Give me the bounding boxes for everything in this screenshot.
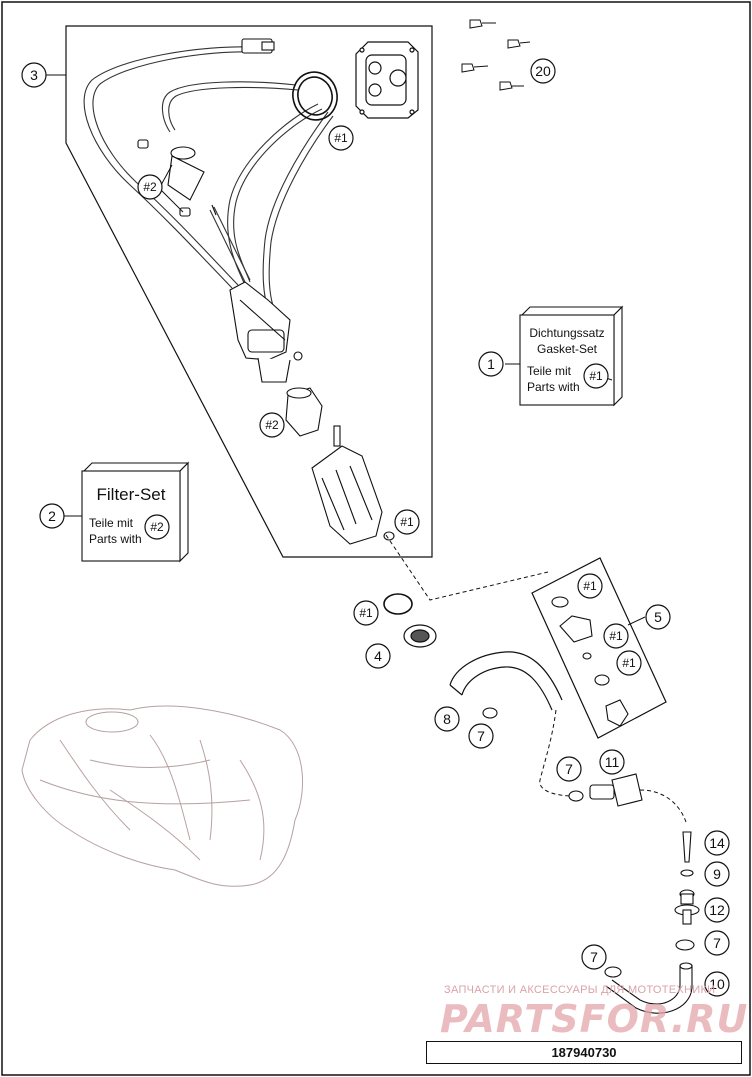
svg-text:11: 11: [605, 754, 620, 770]
callout-1: 1: [478, 351, 504, 377]
pump-assembly-outline: [65, 25, 433, 558]
lower-hose: [605, 962, 693, 1014]
o-ring: [383, 593, 413, 615]
svg-text:7: 7: [713, 935, 721, 951]
callout-14: 14: [704, 830, 730, 856]
gasket-box-title-de: Dichtungssatz: [529, 326, 604, 340]
connector-kit-outline: [531, 557, 667, 739]
svg-text:#2: #2: [143, 180, 157, 194]
svg-text:7: 7: [565, 761, 573, 777]
svg-text:10: 10: [709, 976, 725, 992]
svg-text:#2: #2: [150, 520, 164, 534]
svg-text:#1: #1: [609, 629, 623, 643]
pump-housing: [229, 281, 303, 383]
svg-text:8: 8: [443, 711, 451, 727]
pump-flange: [355, 41, 419, 119]
callout-7c: 7: [704, 930, 730, 956]
fuel-tank: [21, 705, 304, 887]
callout-leaders: [46, 74, 646, 626]
quick-coupling: [589, 773, 643, 807]
filter-box-title: Filter-Set: [97, 485, 166, 504]
filter-box-line-en: Parts with: [89, 532, 142, 546]
stack-parts: [674, 831, 700, 925]
flange-screws: [461, 19, 531, 91]
shaft-seal: [403, 624, 437, 648]
gasket-box-title-en: Gasket-Set: [537, 342, 598, 356]
svg-text:#1: #1: [359, 606, 373, 620]
gasket-box-line-de: Teile mit: [527, 364, 572, 378]
filter-box-line-de: Teile mit: [89, 516, 134, 530]
flange-gasket: [292, 71, 338, 121]
ref-kit1-oring: #1: [353, 600, 379, 626]
electrical-connector: [241, 38, 275, 54]
callout-5: 5: [645, 604, 671, 630]
callout-12: 12: [704, 897, 730, 923]
hose-lines: [539, 709, 687, 823]
svg-text:9: 9: [713, 866, 721, 882]
ref-kit1-connector-a: #1: [577, 573, 603, 599]
filter-box-ref: #2: [144, 514, 170, 540]
hose-clamp: [482, 707, 695, 978]
svg-text:14: 14: [709, 835, 725, 851]
svg-text:4: 4: [374, 648, 382, 664]
filter-set-box: [81, 461, 190, 563]
callout-7d: 7: [581, 944, 607, 970]
ref-kit1-flange: #1: [328, 125, 354, 151]
connector-kit-parts: [551, 596, 629, 727]
ref-kit1-pump: #1: [394, 509, 420, 535]
document-number: 187940730: [426, 1041, 742, 1064]
svg-text:#2: #2: [265, 418, 279, 432]
gasket-set-box: [519, 305, 624, 407]
ref-kit1-connector-c: #1: [616, 650, 642, 676]
svg-text:#1: #1: [334, 131, 348, 145]
callout-3: 3: [21, 62, 47, 88]
ref-kit2-filter: #2: [137, 174, 163, 200]
gasket-box-line-en: Parts with: [527, 380, 580, 394]
inline-filter: [137, 139, 217, 217]
svg-text:12: 12: [709, 902, 725, 918]
fuel-pump-hoses: [83, 46, 334, 316]
svg-text:7: 7: [590, 949, 598, 965]
strainer-sleeve: [285, 387, 323, 437]
svg-text:3: 3: [30, 67, 38, 83]
assembly-leader-dashed: [385, 534, 549, 601]
callout-9: 9: [704, 861, 730, 887]
callout-7a: 7: [468, 723, 494, 749]
svg-text:#1: #1: [622, 656, 636, 670]
callout-11: 11: [599, 749, 625, 775]
callout-2: 2: [39, 503, 65, 529]
callout-8: 8: [434, 706, 460, 732]
callout-7b: 7: [556, 756, 582, 782]
ref-kit1-connector-b: #1: [603, 623, 629, 649]
svg-text:#1: #1: [400, 515, 414, 529]
fuel-pump-body: [311, 425, 395, 545]
svg-text:7: 7: [477, 728, 485, 744]
callout-4: 4: [365, 643, 391, 669]
fuel-hose: [449, 651, 563, 711]
gasket-box-ref: #1: [583, 363, 609, 389]
ref-kit2-strainer: #2: [259, 412, 285, 438]
callout-10: 10: [704, 971, 730, 997]
svg-text:#1: #1: [583, 579, 597, 593]
svg-text:2: 2: [48, 508, 56, 524]
svg-text:5: 5: [654, 609, 662, 625]
svg-text:#1: #1: [589, 369, 603, 383]
watermark-logo: PARTSFOR.RU: [440, 997, 749, 1041]
svg-text:1: 1: [487, 356, 495, 372]
svg-text:20: 20: [535, 63, 551, 79]
callout-20: 20: [530, 58, 556, 84]
watermark-tagline: ЗАПЧАСТИ И АКСЕССУАРЫ ДЛЯ МОТОТЕХНИКИ: [444, 984, 716, 996]
